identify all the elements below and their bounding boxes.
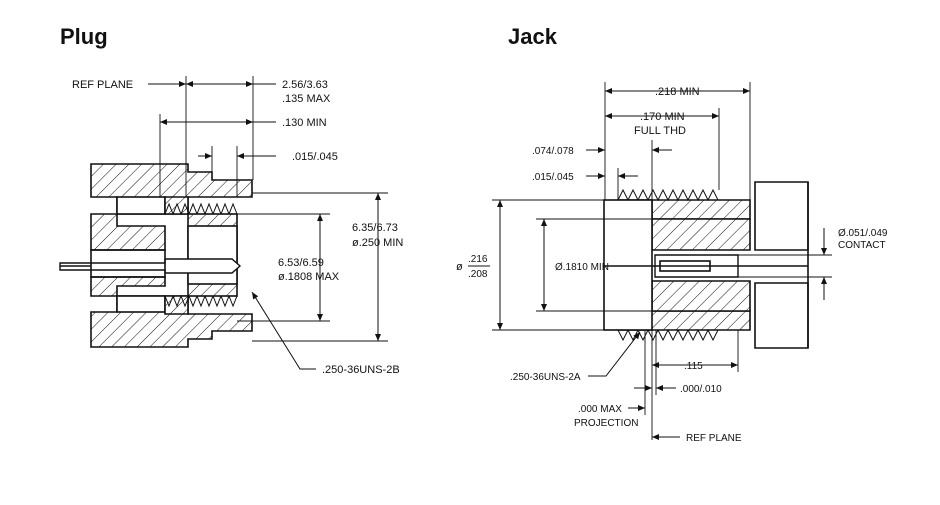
plug-thread-teeth-lower xyxy=(164,294,238,308)
plug-insulator-lower xyxy=(90,276,166,297)
jack-thread-label: .250-36UNS-2A xyxy=(510,372,581,383)
jack-dia-symbol: ø xyxy=(456,261,463,273)
jack-thread-teeth-upper xyxy=(617,188,719,202)
plug-dim-e-label-2: ø.1808 MAX xyxy=(278,271,340,283)
plug-thread-leader xyxy=(251,291,316,370)
jack-title: Jack xyxy=(508,24,558,49)
jack-ref-plane-label: REF PLANE xyxy=(686,433,742,444)
plug-pin-housing xyxy=(90,249,166,278)
plug-view: Plug xyxy=(59,24,403,376)
plug-dim-a-label-2: .135 MAX xyxy=(282,93,331,105)
plug-dim-c-label: .015/.045 xyxy=(292,151,338,163)
jack-dim-010-label: .000/.010 xyxy=(680,384,722,395)
jack-dim-015-label: .015/.045 xyxy=(532,172,574,183)
jack-projection-label-1: .000 MAX xyxy=(578,404,622,415)
jack-dim-218-label: .218 MIN xyxy=(655,86,700,98)
jack-contact-label-2: CONTACT xyxy=(838,240,886,251)
plug-dim-a-label-1: 2.56/3.63 xyxy=(282,79,328,91)
jack-thread-teeth-lower xyxy=(617,328,719,342)
jack-insulator-lower xyxy=(651,280,751,312)
plug-dim-b-label: .130 MIN xyxy=(282,117,327,129)
plug-dim-d-label-1: 6.35/6.73 xyxy=(352,222,398,234)
jack-dim-170-label-1: .170 MIN xyxy=(640,111,685,123)
plug-cavity-upper xyxy=(116,196,166,215)
jack-contact-label-1: Ø.051/.049 xyxy=(838,228,888,239)
jack-dim-074-label: .074/.078 xyxy=(532,146,574,157)
jack-dim-115-label: .115 xyxy=(684,361,703,372)
jack-flange-lower xyxy=(754,282,809,349)
jack-dia-top-label: .216 xyxy=(468,254,488,265)
plug-bore xyxy=(187,225,238,285)
jack-flange xyxy=(754,181,809,251)
plug-title: Plug xyxy=(60,24,108,49)
plug-thread-label: .250-36UNS-2B xyxy=(322,364,400,376)
jack-projection-label-2: PROJECTION xyxy=(574,418,638,429)
plug-insulator-upper xyxy=(90,213,166,251)
plug-thread-teeth-upper xyxy=(164,202,238,216)
plug-ref-plane-label: REF PLANE xyxy=(72,79,133,91)
jack-view: Jack xyxy=(456,24,888,444)
plug-dim-d-label-2: ø.250 MIN xyxy=(352,237,403,249)
plug-cavity-lower xyxy=(116,295,166,313)
jack-insulator-upper xyxy=(651,218,751,251)
jack-interface-face xyxy=(603,199,653,331)
jack-thread-leader xyxy=(588,331,641,377)
plug-dim-e-label-1: 6.53/6.59 xyxy=(278,257,324,269)
jack-dim-170-label-2: FULL THD xyxy=(634,125,686,137)
jack-dia-bot-label: .208 xyxy=(468,269,488,280)
jack-dim-1810-label: Ø.1810 MIN xyxy=(555,262,609,273)
